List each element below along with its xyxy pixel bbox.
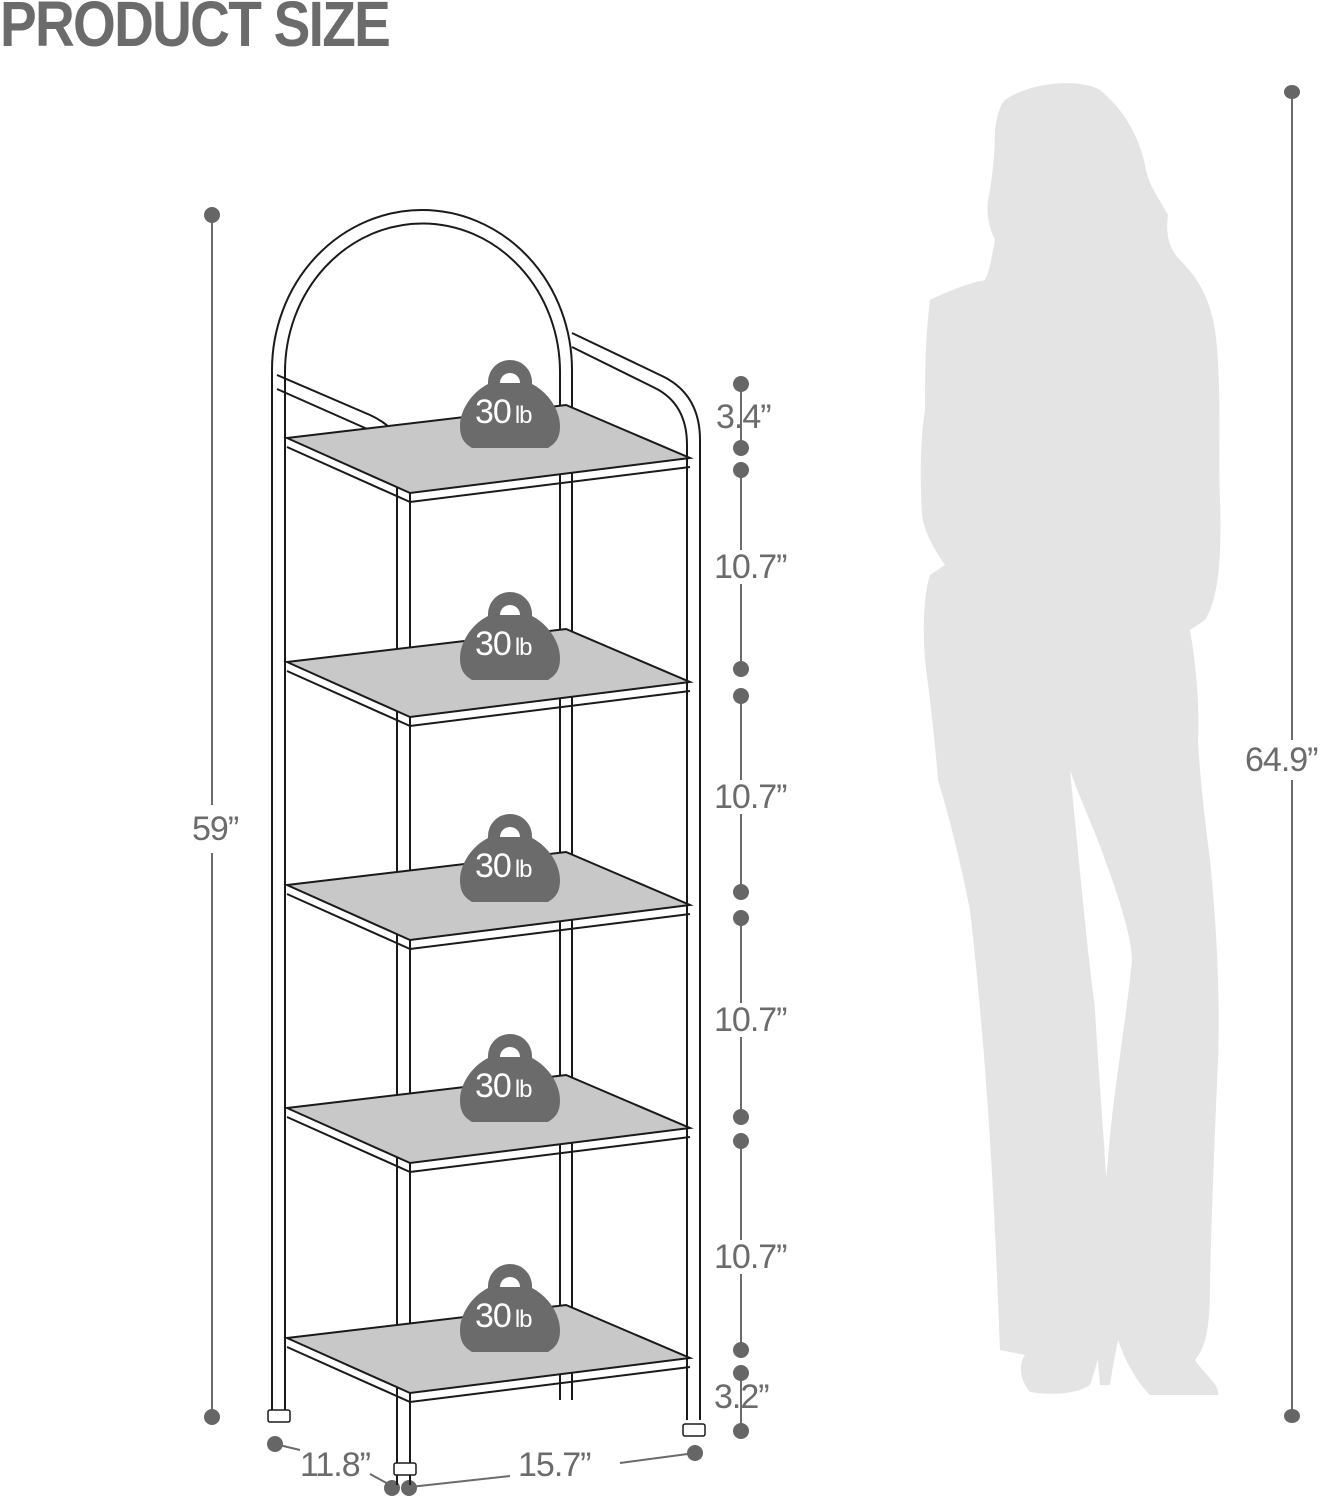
kettlebell-weight-icon	[460, 814, 560, 902]
person-height-dimension	[1284, 85, 1300, 1423]
overall-height-label: 59”	[192, 810, 239, 848]
feet	[267, 1409, 706, 1476]
person-height-label: 64.9”	[1245, 741, 1318, 779]
tier-spacing-label: 10.7”	[714, 778, 787, 816]
tier-spacing-label: 10.7”	[714, 1238, 787, 1276]
woman-silhouette-icon	[920, 83, 1221, 1396]
kettlebell-weight-icon	[460, 1264, 560, 1352]
width-label: 15.7”	[518, 1446, 591, 1484]
tier-spacing-dimensions	[733, 376, 749, 1439]
tier-spacing-label: 10.7”	[714, 548, 787, 586]
tier-spacing-label: 10.7”	[714, 1001, 787, 1039]
kettlebell-weight-icon	[460, 1034, 560, 1122]
overall-height-dimension	[204, 207, 220, 1425]
kettlebell-weight-icon	[460, 360, 560, 448]
weight-icons	[460, 360, 560, 1352]
depth-label: 11.8”	[300, 1446, 371, 1484]
bottom-clearance-label: 3.2”	[714, 1378, 770, 1416]
page-title: PRODUCT SIZE	[0, 0, 391, 60]
dot-icon	[1284, 85, 1300, 99]
kettlebell-weight-icon	[460, 592, 560, 680]
top-clearance-label: 3.4”	[716, 398, 772, 436]
dot-icon	[1284, 1409, 1300, 1423]
shelves	[283, 403, 694, 1404]
footprint-dimensions	[267, 1436, 703, 1496]
